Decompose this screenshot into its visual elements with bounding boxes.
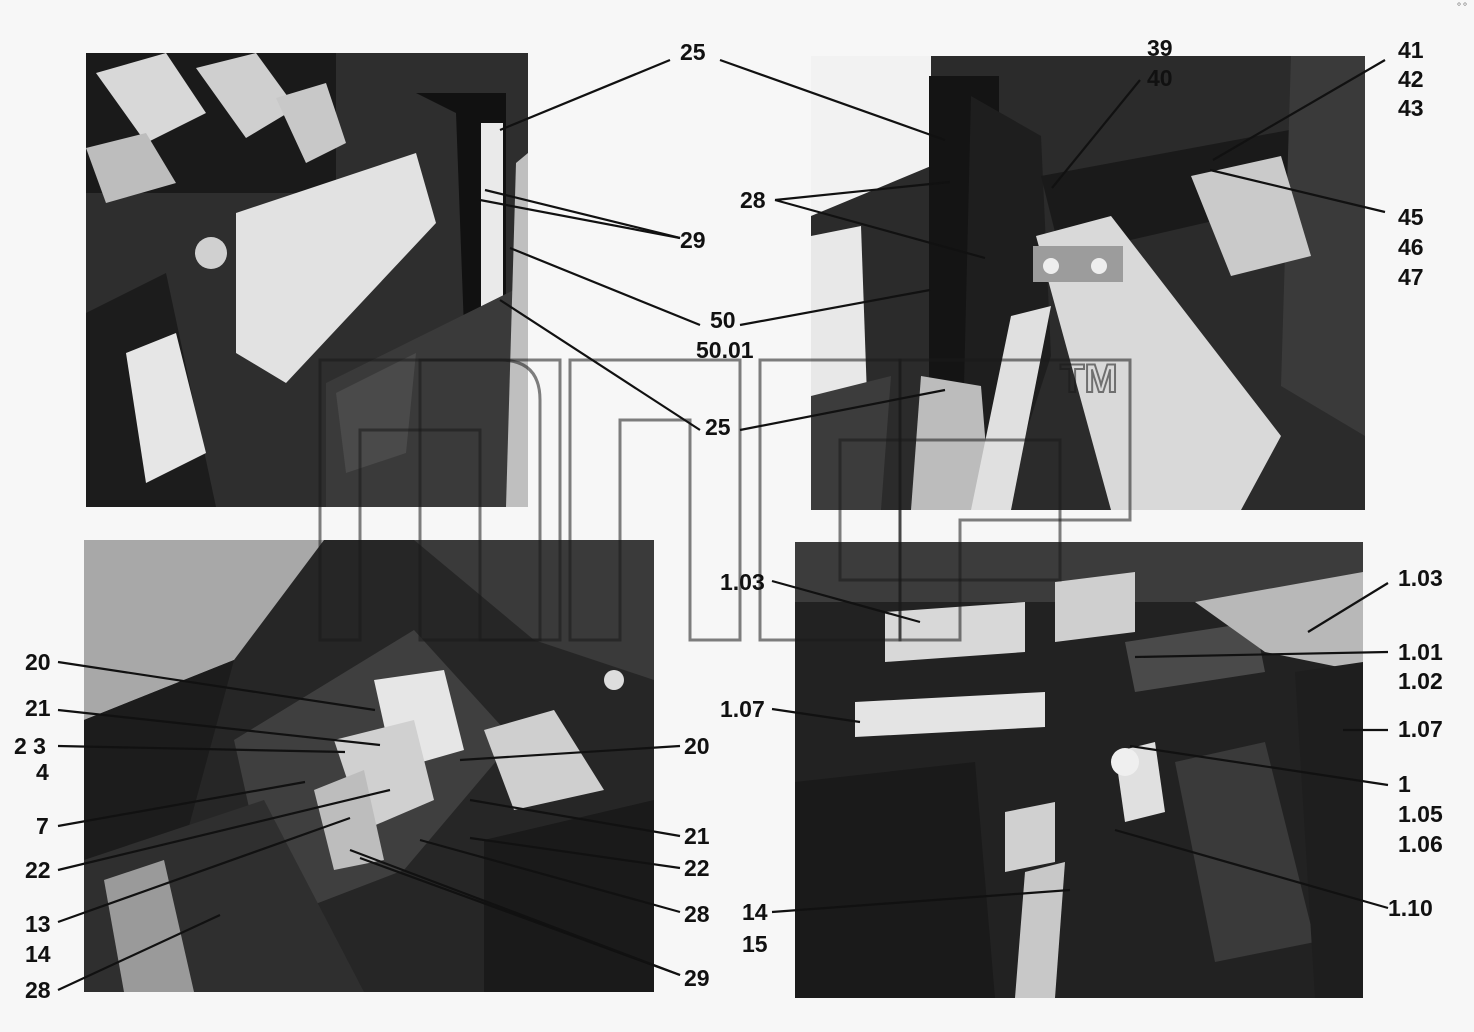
bottom-left-photo bbox=[84, 540, 654, 992]
callout-label: 45 bbox=[1398, 204, 1424, 230]
callout-label: 1.07 bbox=[1398, 716, 1443, 742]
callout-label: 25 bbox=[705, 414, 731, 440]
callout-label: 22 bbox=[684, 855, 710, 881]
callout-label: 1.07 bbox=[720, 696, 765, 722]
callout-label: 1.03 bbox=[720, 569, 765, 595]
callout-label: 14 bbox=[742, 899, 768, 925]
callout-label: 15 bbox=[742, 931, 768, 957]
callout-label: 28 bbox=[684, 901, 710, 927]
callout-label: 50.01 bbox=[696, 337, 754, 363]
callout-label: 1.10 bbox=[1388, 895, 1433, 921]
corner-mark: °° bbox=[1455, 2, 1468, 13]
callout-label: 22 bbox=[25, 857, 51, 883]
callout-label: 40 bbox=[1147, 65, 1173, 91]
callout-label: 1.05 bbox=[1398, 801, 1443, 827]
callout-label: 50 bbox=[710, 307, 736, 333]
callout-label: 47 bbox=[1398, 264, 1424, 290]
callout-label: 1 bbox=[1398, 771, 1411, 797]
trademark-mark: TM bbox=[1060, 357, 1118, 401]
callout-label: 13 bbox=[25, 911, 51, 937]
callout-label: 2 3 bbox=[14, 733, 46, 759]
callout-label: 1.03 bbox=[1398, 565, 1443, 591]
callout-label: 28 bbox=[740, 187, 766, 213]
callout-label: 1.02 bbox=[1398, 668, 1443, 694]
callout-label: 25 bbox=[680, 39, 706, 65]
callout-label: 42 bbox=[1398, 66, 1424, 92]
callout-label: 46 bbox=[1398, 234, 1424, 260]
callout-label: 29 bbox=[684, 965, 710, 991]
callout-label: 39 bbox=[1147, 35, 1173, 61]
callout-label: 4 bbox=[36, 759, 49, 785]
callout-label: 1.06 bbox=[1398, 831, 1443, 857]
callout-label: 28 bbox=[25, 977, 51, 1003]
callout-label: 20 bbox=[25, 649, 51, 675]
callout-label: 29 bbox=[680, 227, 706, 253]
callout-label: 1.01 bbox=[1398, 639, 1443, 665]
callout-label: 43 bbox=[1398, 95, 1424, 121]
callout-label: 7 bbox=[36, 813, 49, 839]
callout-label: 21 bbox=[684, 823, 710, 849]
bottom-right-photo bbox=[795, 542, 1363, 998]
callout-label: 21 bbox=[25, 695, 51, 721]
top-right-photo bbox=[811, 56, 1365, 510]
callout-label: 14 bbox=[25, 941, 51, 967]
top-left-photo bbox=[86, 53, 528, 507]
callout-label: 20 bbox=[684, 733, 710, 759]
callout-label: 41 bbox=[1398, 37, 1424, 63]
